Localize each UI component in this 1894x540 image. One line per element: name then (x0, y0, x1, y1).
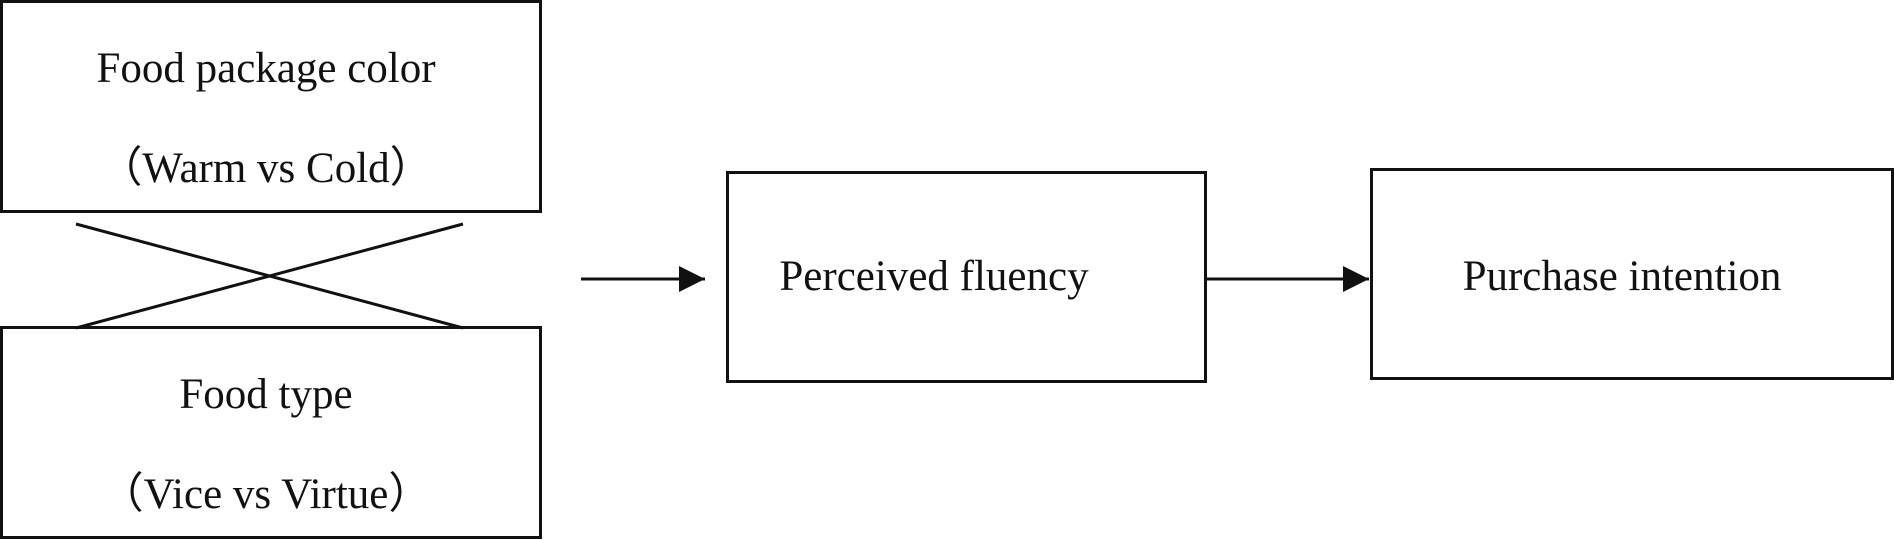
node-food-package-color-box (0, 0, 542, 213)
node-food-package-color-levels: （Warm vs Cold） (99, 145, 432, 192)
node-purchase-intention-label: Purchase intention (1463, 253, 1782, 300)
node-food-package-color-label: Food package color (96, 45, 435, 92)
node-purchase-intention: Purchase intention (1370, 168, 1894, 380)
node-perceived-fluency-label: Perceived fluency (779, 253, 1089, 300)
node-food-type-box (0, 326, 542, 539)
node-perceived-fluency: Perceived fluency (726, 171, 1207, 383)
node-food-type: Food type （Vice vs Virtue） (0, 326, 542, 539)
node-food-type-label: Food type (179, 371, 352, 418)
node-perceived-fluency-box (726, 171, 1207, 383)
node-food-type-levels: （Vice vs Virtue） (101, 471, 432, 518)
node-food-package-color: Food package color （Warm vs Cold） (0, 0, 542, 213)
interaction-line-b (75, 222, 464, 330)
node-purchase-intention-box (1370, 168, 1894, 380)
interaction-cross (75, 222, 464, 330)
